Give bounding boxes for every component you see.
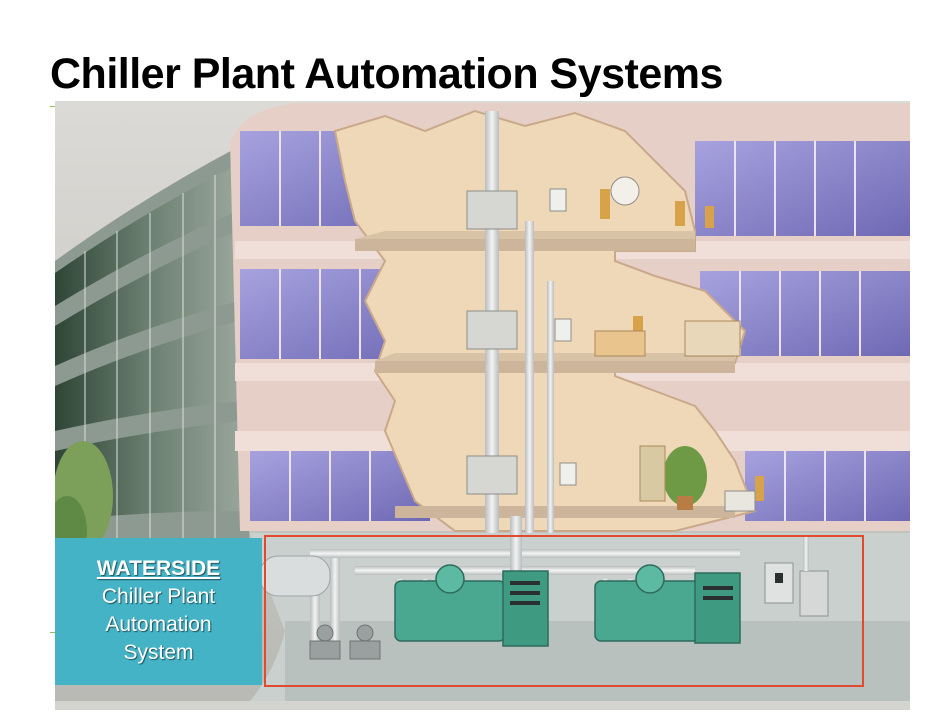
slide-title: Chiller Plant Automation Systems [50, 50, 723, 98]
chiller-plant-highlight-box [264, 535, 864, 687]
cutaway-interior [333, 109, 764, 541]
callout-line-3: System [123, 641, 194, 664]
left-building-wing [55, 146, 250, 566]
waterside-heading: WATERSIDE [96, 557, 221, 580]
callout-line-1: Chiller Plant [101, 585, 216, 608]
building-cutaway-illustration [55, 101, 910, 710]
waterside-callout: WATERSIDE Chiller Plant Automation Syste… [55, 538, 262, 685]
basement-chiller-plant [250, 516, 910, 701]
slide-accent-mark-top [50, 106, 56, 107]
callout-line-2: Automation [105, 613, 212, 636]
slide-accent-mark-bottom [50, 632, 56, 633]
